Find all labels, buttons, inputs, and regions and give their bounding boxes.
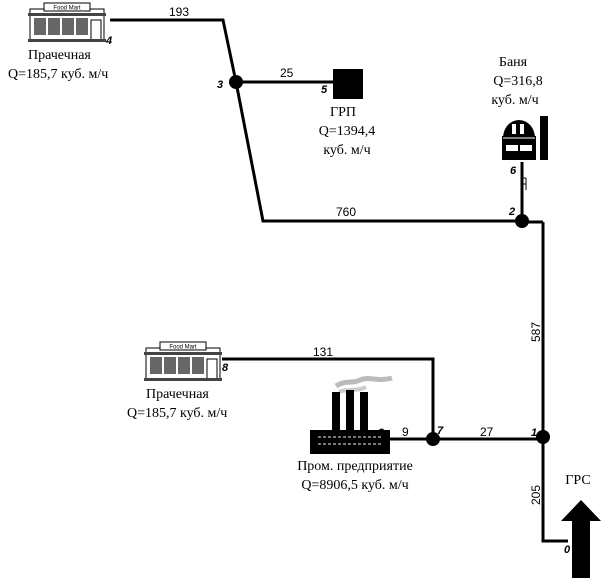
node-number-7: 7	[437, 425, 444, 437]
junction-nodes	[229, 75, 550, 446]
pipe-2-3	[234, 81, 522, 223]
gas-regulator-icon	[333, 69, 363, 99]
grp-flow-line1: Q=1394,4	[319, 124, 376, 139]
length-1-2: 587	[529, 322, 543, 342]
node-number-4: 4	[105, 35, 112, 47]
store-icon: Food Mart	[28, 2, 106, 42]
length-2-3: 760	[336, 205, 356, 219]
node-number-0: 0	[564, 544, 571, 556]
laundry-top-flow: Q=185,7 куб. м/ч	[8, 67, 108, 82]
node-number-1: 1	[531, 427, 537, 439]
pipes	[110, 18, 568, 543]
length-0-1: 205	[529, 485, 543, 505]
bath-flow-line2: куб. м/ч	[491, 93, 538, 108]
node-number-3: 3	[217, 79, 223, 91]
factory-name: Пром. предприятие	[297, 459, 413, 474]
store-sign-bottom: Food Mart	[169, 345, 197, 351]
length-3-5: 25	[280, 66, 294, 80]
pipe-0-1	[541, 437, 568, 543]
node-number-8: 8	[222, 362, 229, 374]
bathhouse-icon	[502, 116, 548, 190]
pipe-7-8	[222, 357, 435, 439]
store-sign-top: Food Mart	[53, 6, 81, 12]
laundry-bottom-flow: Q=185,7 куб. м/ч	[127, 406, 227, 421]
bath-flow-line1: Q=316,8	[493, 74, 543, 89]
grp-name: ГРП	[330, 105, 356, 120]
factory-flow: Q=8906,5 куб. м/ч	[301, 478, 408, 493]
node-1	[536, 430, 550, 444]
store-icon: Food Mart	[144, 341, 222, 381]
length-1-7: 27	[480, 425, 494, 439]
factory-icon	[310, 375, 393, 454]
length-7-9: 9	[402, 425, 409, 439]
length-3-4: 193	[169, 5, 189, 19]
node-number-6: 6	[510, 165, 517, 177]
node-3	[229, 75, 243, 89]
bath-name: Баня	[499, 55, 528, 70]
source-name: ГРС	[565, 473, 590, 488]
laundry-bottom-name: Прачечная	[146, 387, 209, 402]
laundry-top-name: Прачечная	[28, 48, 91, 63]
node-number-2: 2	[508, 206, 515, 218]
node-number-5: 5	[321, 84, 328, 96]
arrow-up-icon	[561, 500, 601, 578]
length-7-8: 131	[313, 345, 333, 359]
node-7	[426, 432, 440, 446]
node-2	[515, 214, 529, 228]
pipe-3-4	[110, 18, 238, 83]
grp-flow-line2: куб. м/ч	[323, 143, 370, 158]
